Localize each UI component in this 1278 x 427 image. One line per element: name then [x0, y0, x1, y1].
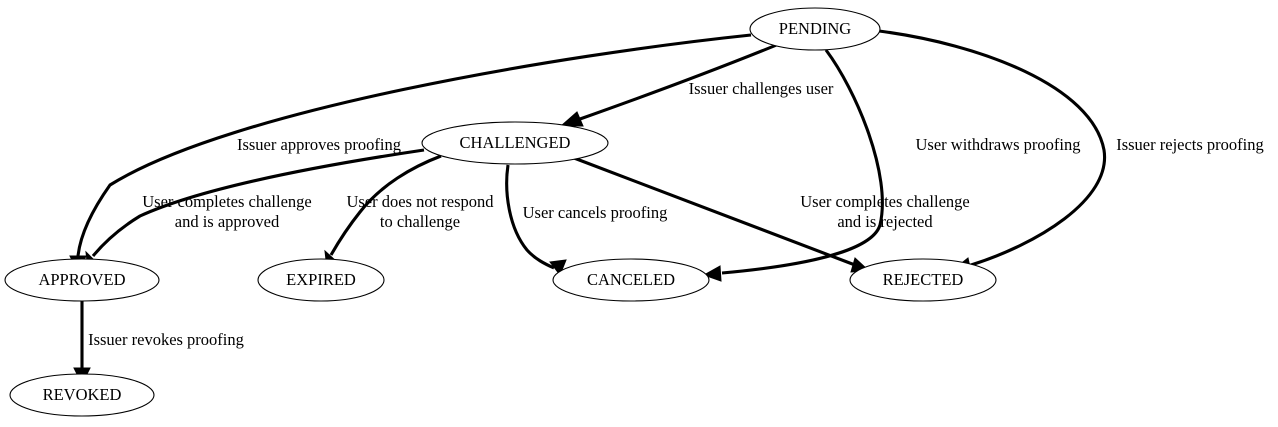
edge-label-challenged-canceled: User cancels proofing — [523, 203, 668, 222]
edge-label-challenged-approved-line1: User completes challenge — [142, 192, 312, 211]
edge-path — [579, 42, 780, 121]
node-shape — [421, 121, 609, 165]
node-label-expired: EXPIRED — [286, 270, 356, 289]
edge-approved-to-revoked[interactable]: Issuer revokes proofing — [73, 301, 244, 386]
edge-label-challenged-expired-line1: User does not respond — [346, 192, 494, 211]
node-expired[interactable]: EXPIRED — [257, 258, 385, 302]
edge-label-challenged-rejected-line2: and is rejected — [837, 212, 933, 231]
edge-pending-to-challenged[interactable]: Issuer challenges user — [559, 42, 834, 127]
edge-label-challenged-approved-line2: and is approved — [175, 212, 280, 231]
node-shape — [849, 258, 997, 302]
arrowhead-icon — [549, 259, 567, 277]
node-label-challenged: CHALLENGED — [460, 133, 571, 152]
arrowhead-icon — [559, 111, 584, 127]
edge-path — [878, 29, 1107, 267]
node-revoked[interactable]: REVOKED — [9, 373, 155, 417]
edge-path — [573, 156, 856, 267]
edge-label-pending-rejected: Issuer rejects proofing — [1116, 135, 1264, 154]
edge-path — [329, 154, 442, 256]
node-label-rejected: REJECTED — [883, 270, 964, 289]
node-shape — [552, 258, 710, 302]
edge-path — [505, 164, 555, 270]
node-label-revoked: REVOKED — [43, 385, 122, 404]
edge-label-pending-canceled: User withdraws proofing — [916, 135, 1081, 154]
node-rejected[interactable]: REJECTED — [849, 258, 997, 302]
edge-label-approved-revoked: Issuer revokes proofing — [88, 330, 244, 349]
node-label-pending: PENDING — [779, 19, 851, 38]
node-shape — [257, 258, 385, 302]
node-approved[interactable]: APPROVED — [4, 258, 160, 302]
edge-path — [76, 33, 752, 257]
edge-challenged-to-canceled[interactable]: User cancels proofing — [505, 164, 668, 277]
node-label-approved: APPROVED — [38, 270, 125, 289]
node-label-canceled: CANCELED — [587, 270, 675, 289]
edge-label-pending-approved: Issuer approves proofing — [237, 135, 401, 154]
node-challenged[interactable]: CHALLENGED — [421, 121, 609, 165]
edge-label-pending-challenged: Issuer challenges user — [689, 79, 834, 98]
node-pending[interactable]: PENDING — [749, 7, 881, 51]
edge-label-challenged-rejected-line1: User completes challenge — [800, 192, 970, 211]
edge-pending-to-canceled[interactable]: User withdraws proofing — [702, 49, 1081, 282]
node-shape — [4, 258, 160, 302]
edge-challenged-to-expired[interactable]: User does not respond to challenge — [324, 154, 494, 270]
arrowhead-icon — [702, 265, 722, 282]
node-shape — [9, 373, 155, 417]
node-canceled[interactable]: CANCELED — [552, 258, 710, 302]
edge-path — [91, 148, 425, 257]
node-shape — [749, 7, 881, 51]
edge-label-challenged-expired-line2: to challenge — [380, 212, 460, 231]
edge-path — [721, 49, 884, 275]
